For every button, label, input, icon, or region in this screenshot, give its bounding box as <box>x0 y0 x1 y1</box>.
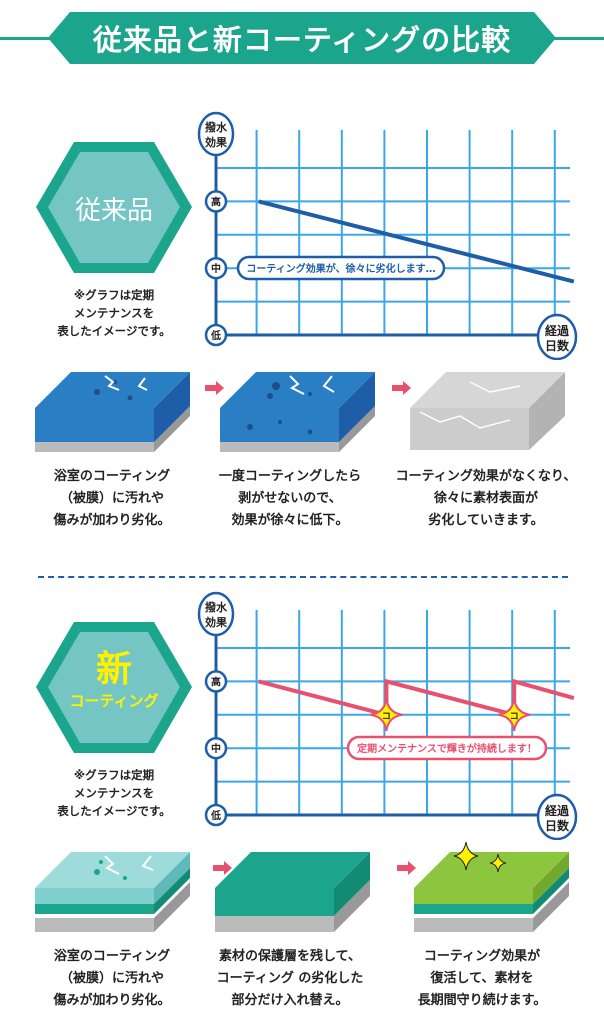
caption-line: 劣化していきます。 <box>428 513 544 528</box>
note-line: 表したイメージです。 <box>57 804 171 818</box>
y-axis-label: 撥水 <box>205 600 228 614</box>
new-hex-label-small: コーティング <box>69 692 159 710</box>
caption-line: 徐々に素材表面が <box>433 491 538 506</box>
new-hex-label-big: 新 <box>95 649 132 690</box>
new-note: ※グラフは定期メンテナンスを表したイメージです。 <box>52 766 176 820</box>
old-callout-box <box>236 255 446 281</box>
level-label-low: 低 <box>210 809 221 822</box>
level-label-mid: 中 <box>211 742 221 755</box>
x-axis-label-circle <box>536 793 578 840</box>
level-circle-mid <box>204 256 228 280</box>
arrow-icon <box>213 861 232 875</box>
arrow-icon <box>392 381 411 395</box>
old-hex-label: 従来品 <box>74 196 153 226</box>
x-axis-label: 日数 <box>545 338 570 353</box>
old-illustrations <box>35 372 565 452</box>
level-label-high: 高 <box>211 675 221 688</box>
title-banner: 従来品と新コーティングの比較 <box>48 12 556 64</box>
caption-line: （被膜）に汚れや <box>59 971 164 986</box>
old-block-1 <box>35 372 190 452</box>
caption-line: 長期間守り続けます。 <box>417 993 547 1008</box>
caption-line: コーティング効果が <box>423 949 541 964</box>
x-axis-label: 経過 <box>545 323 570 338</box>
old-caption-1: 浴室のコーティング （被膜）に汚れや傷みが加わり劣化。 <box>22 466 202 532</box>
sparkle-icon <box>453 841 479 871</box>
level-circle-high <box>204 670 228 693</box>
caption-line: 浴室のコーティング <box>53 469 171 484</box>
marker-label: コ <box>510 712 519 722</box>
level-circle-low <box>204 803 228 827</box>
caption-line: 傷みが加わり劣化。 <box>53 993 171 1008</box>
new-block-2 <box>215 852 370 932</box>
old-hex-badge <box>36 142 192 273</box>
sparkle-marker-icon <box>370 698 403 731</box>
sparkle-icon <box>489 853 507 873</box>
new-callout-box <box>346 735 548 761</box>
level-circle-low <box>204 323 228 347</box>
note-line: ※グラフは定期 <box>73 288 155 302</box>
new-callout-text: 定期メンテナンスで輝きが持続します！ <box>357 742 537 755</box>
new-block-1 <box>35 852 190 932</box>
old-series-line <box>258 199 575 284</box>
level-circle-mid <box>204 736 228 760</box>
section-divider <box>38 576 568 578</box>
note-line: メンテナンスを <box>73 306 155 320</box>
old-block-2 <box>220 372 375 452</box>
x-axis-label-circle <box>536 313 578 360</box>
sparkle-marker-icon <box>498 698 531 731</box>
note-line: メンテナンスを <box>73 786 155 800</box>
level-label-high: 高 <box>211 195 221 208</box>
old-note: ※グラフは定期メンテナンスを表したイメージです。 <box>52 286 176 340</box>
y-axis-label-circle <box>197 591 235 637</box>
x-axis-label: 経過 <box>545 803 570 818</box>
note-line: ※グラフは定期 <box>73 768 155 782</box>
marker-label: コ <box>382 712 391 722</box>
caption-line: コーティング効果がなくなり、 <box>395 469 577 484</box>
x-axis-label: 日数 <box>545 818 570 833</box>
level-circle-high <box>204 190 228 213</box>
caption-line: 素材の保護層を残して、 <box>219 949 361 964</box>
old-callout-text: コーティング効果が、徐々に劣化します… <box>246 262 435 275</box>
y-axis-label-circle <box>197 111 235 157</box>
caption-line: 復活して、素材を <box>430 971 534 986</box>
old-caption-2: 一度コーティングしたら剥がせないので、効果が徐々に低下。 <box>200 466 380 532</box>
caption-line: 一度コーティングしたら <box>218 469 362 484</box>
new-caption-1: 浴室のコーティング （被膜）に汚れや傷みが加わり劣化。 <box>22 946 202 1012</box>
caption-line: （被膜）に汚れや <box>59 491 164 506</box>
title-line-left <box>0 37 60 40</box>
arrow-icon <box>205 381 224 395</box>
old-block-3 <box>410 372 565 450</box>
new-caption-3: コーティング効果が復活して、素材を長期間守り続けます。 <box>392 946 572 1012</box>
y-axis-label: 効果 <box>205 135 227 149</box>
arrow-icon <box>397 861 416 875</box>
page-title: 従来品と新コーティングの比較 <box>92 23 512 57</box>
note-line: 表したイメージです。 <box>57 324 171 338</box>
caption-line: 部分だけ入れ替え。 <box>231 993 349 1008</box>
new-caption-2: 素材の保護層を残して、コーティング の劣化した部分だけ入れ替え。 <box>200 946 380 1012</box>
caption-line: 浴室のコーティング <box>53 949 171 964</box>
new-series-line <box>258 678 575 718</box>
new-hex-badge <box>36 622 192 753</box>
new-block-3 <box>414 841 569 932</box>
title-line-right <box>545 37 604 40</box>
caption-line: 効果が徐々に低下。 <box>231 513 349 528</box>
caption-line: コーティング の劣化した <box>216 971 364 986</box>
caption-line: 傷みが加わり劣化。 <box>53 513 171 528</box>
level-label-mid: 中 <box>211 262 221 275</box>
y-axis-label: 効果 <box>205 615 227 629</box>
level-label-low: 低 <box>210 329 221 342</box>
caption-line: 剥がせないので、 <box>238 491 342 506</box>
y-axis-label: 撥水 <box>205 120 228 134</box>
new-illustrations <box>35 841 569 932</box>
old-caption-3: コーティング効果がなくなり、徐々に素材表面が劣化していきます。 <box>386 466 586 532</box>
